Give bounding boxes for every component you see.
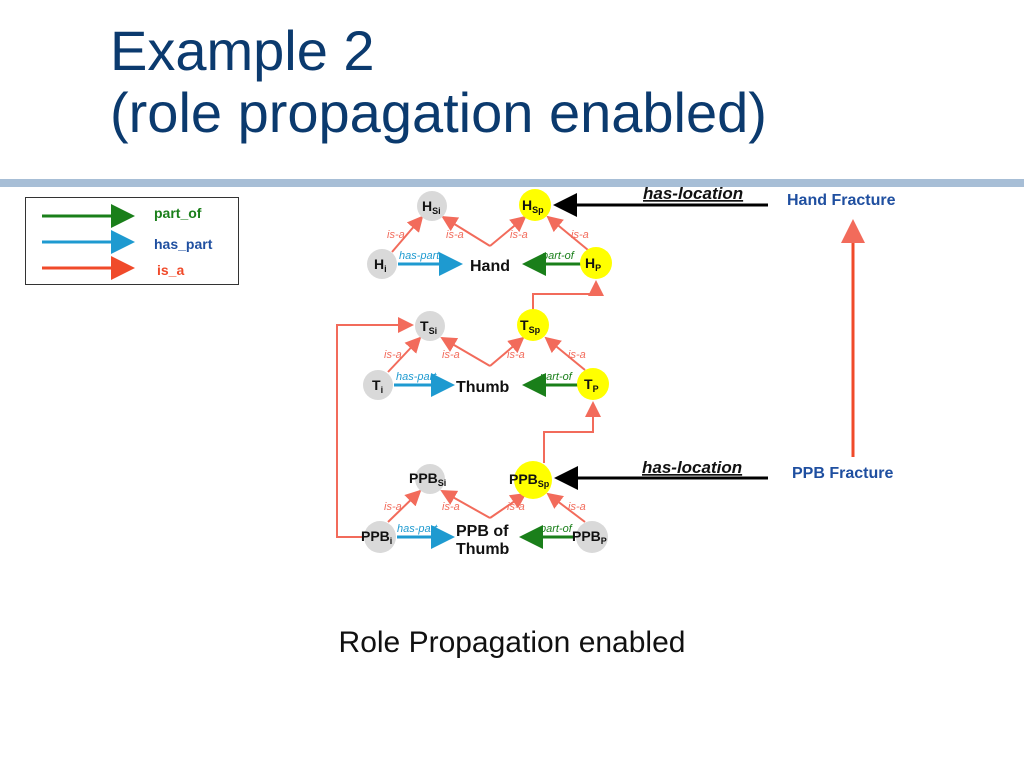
thumb-p-label: TP (584, 376, 599, 394)
slide-caption: Role Propagation enabled (338, 626, 686, 659)
thumb-is-a-label-4: is-a (568, 349, 586, 361)
title-line-2: (role propagation enabled) (110, 81, 767, 144)
ppb-is-a-label-1: is-a (384, 501, 402, 513)
thumb-is-a-label-1: is-a (384, 349, 402, 361)
hand-is-a-label-1: is-a (387, 229, 405, 241)
hand-is-a-edge-2 (441, 215, 491, 247)
thumb-i-label: Ti (372, 377, 383, 395)
ppb-si-node (415, 464, 445, 494)
thumb-is-a-edge-2 (440, 336, 491, 367)
ppb-has-location-label: has-location (642, 458, 742, 477)
legend-box: part_of has_part is_a (25, 197, 239, 285)
ppb-is-a-label-2: is-a (442, 501, 460, 513)
thumb-is-a-edge-4 (544, 336, 586, 371)
hand-part-of-label: part-of (541, 250, 575, 262)
hand-si-label: HSi (422, 198, 441, 216)
ppb-is-a-edge-4 (546, 492, 586, 523)
hand-is-a-edge-1 (391, 215, 424, 253)
ppb-is-a-label-3: is-a (507, 501, 525, 513)
slide-title: Example 2 (role propagation enabled) (110, 20, 767, 144)
thumb-row: is-a is-a is-a is-a has-part part-of TSi… (363, 309, 609, 400)
legend-is-a-label: is_a (157, 262, 184, 278)
thumb-center-label: Thumb (456, 379, 510, 396)
hand-p-node (580, 247, 612, 279)
hand-fracture-label: Hand Fracture (787, 192, 896, 209)
ppb-i-label: PPBi (361, 528, 392, 546)
ppb-si-label: PPBSi (409, 470, 446, 488)
hand-si-node (417, 191, 447, 221)
thumb-sp-node (517, 309, 549, 341)
ppb-sp-node (514, 461, 552, 499)
ppb-has-part-label: has-part (397, 523, 438, 535)
ppb-center-label-line1: PPB of (456, 523, 509, 540)
legend-has-part-label: has_part (154, 236, 213, 252)
ppb-i-to-thumb-si-loop (336, 317, 414, 538)
hand-sp-node (519, 189, 551, 221)
hand-p-label: HP (585, 255, 601, 273)
hand-row: is-a is-a is-a is-a has-part part-of HSi… (367, 189, 612, 279)
ppb-fracture-label: PPB Fracture (792, 465, 893, 482)
hand-sp-label: HSp (522, 197, 544, 215)
thumb-si-label: TSi (420, 318, 437, 336)
thumb-has-part-label: has-part (396, 371, 437, 383)
thumb-sp-label: TSp (520, 317, 541, 335)
ppb-is-a-edge-1 (387, 489, 422, 523)
title-line-1: Example 2 (110, 19, 375, 82)
hand-is-a-label-2: is-a (446, 229, 464, 241)
hand-i-node (367, 249, 397, 279)
ppb-is-a-edge-2 (440, 490, 491, 519)
hand-is-a-edge-4 (546, 215, 589, 251)
ppb-sp-label: PPBSp (509, 471, 550, 489)
thumb-p-node (577, 368, 609, 400)
hand-center-label: Hand (470, 258, 510, 275)
ppb-p-label: PPBP (572, 528, 607, 546)
thumb-is-a-edge-3 (489, 336, 525, 367)
thumb-is-a-label-2: is-a (442, 349, 460, 361)
hand-has-part-label: has-part (399, 250, 440, 262)
ppb-row: is-a is-a is-a is-a has-part part-of PPB… (361, 461, 608, 558)
ppb-i-node (364, 521, 396, 553)
hand-is-a-edge-3 (489, 215, 527, 247)
ppb-part-of-label: part-of (539, 523, 573, 535)
thumb-part-of-label: part-of (539, 371, 573, 383)
ppb-p-node (576, 521, 608, 553)
hand-i-label: Hi (374, 256, 387, 274)
ppb-is-a-label-4: is-a (568, 501, 586, 513)
hand-is-a-label-3: is-a (510, 229, 528, 241)
ppb-to-thumb-is-a-connector (543, 401, 601, 463)
legend-graphic: part_of has_part is_a (42, 204, 213, 280)
legend-part-of-label: part_of (154, 205, 202, 221)
thumb-i-node (363, 370, 393, 400)
ppb-center-label-line2: Thumb (456, 541, 510, 558)
thumb-is-a-label-3: is-a (507, 349, 525, 361)
hand-has-location-label: has-location (643, 184, 743, 203)
title-divider (0, 179, 1024, 187)
thumb-si-node (415, 311, 445, 341)
thumb-is-a-edge-1 (387, 336, 422, 373)
ppb-is-a-edge-3 (489, 492, 527, 519)
thumb-to-hand-is-a-connector (532, 280, 604, 311)
hand-is-a-label-4: is-a (571, 229, 589, 241)
